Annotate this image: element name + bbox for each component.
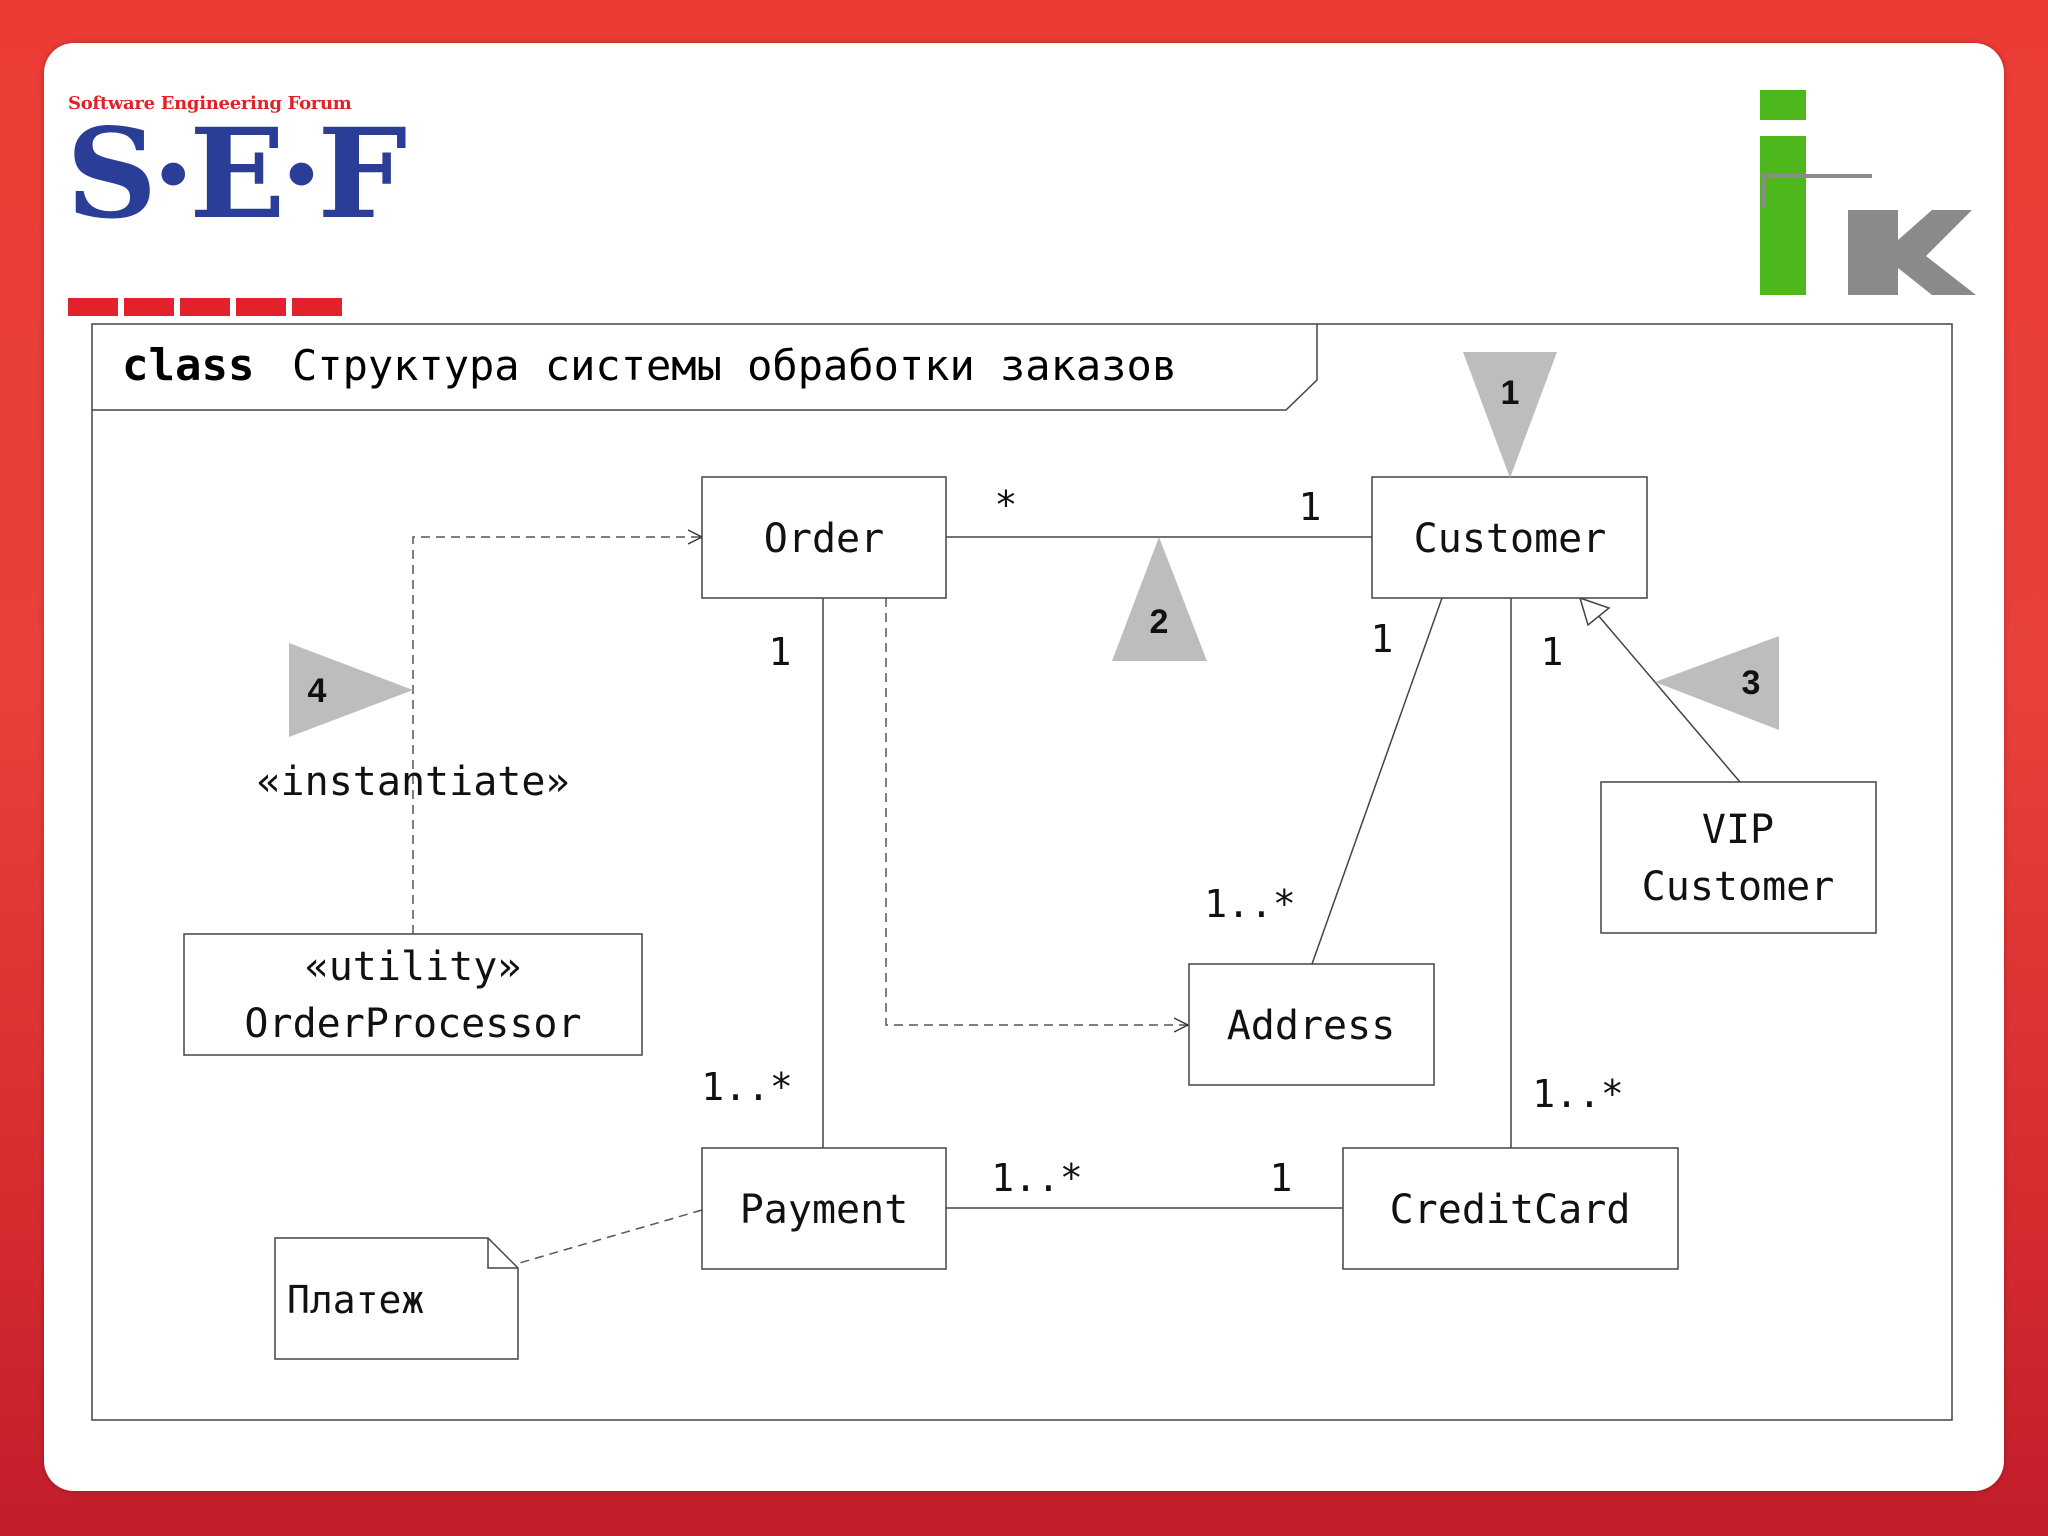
- mult-order-1: 1: [769, 630, 792, 674]
- note-anchor: [515, 1209, 703, 1265]
- mult-card-many: 1..*: [1532, 1072, 1624, 1116]
- class-address-name: Address: [1227, 1003, 1396, 1049]
- class-order-processor[interactable]: «utility» OrderProcessor: [183, 933, 643, 1056]
- sef-letters: S·E·F: [66, 102, 407, 247]
- class-creditcard[interactable]: CreditCard: [1342, 1147, 1679, 1270]
- class-vip-line1: VIP: [1702, 807, 1774, 853]
- frame-title: Структура системы обработки заказов: [292, 341, 1177, 390]
- ik-logo: [1760, 90, 1976, 295]
- dependency-instantiate: [412, 537, 702, 934]
- generalization-arrowhead: [1578, 596, 1611, 627]
- diagram-frame: [91, 323, 1953, 1421]
- mult-customer-card-1: 1: [1541, 630, 1564, 674]
- sef-tagline: Software Engineering Forum: [68, 93, 352, 114]
- class-payment[interactable]: Payment: [701, 1147, 947, 1270]
- class-vip-line2: Customer: [1642, 864, 1835, 910]
- mult-address-many: 1..*: [1204, 882, 1296, 926]
- svg-text:2: 2: [1150, 603, 1169, 641]
- marker-3: 3: [1655, 636, 1779, 730]
- sef-logo: Software Engineering Forum S·E·F: [66, 93, 407, 325]
- note-platezh[interactable]: Платеж: [274, 1237, 519, 1360]
- class-vip-customer[interactable]: VIP Customer: [1600, 781, 1877, 934]
- class-customer[interactable]: Customer: [1371, 476, 1648, 599]
- marker-1: 1: [1463, 352, 1557, 478]
- generalization-vip-customer: [1596, 613, 1741, 783]
- association-customer-address: [1311, 597, 1443, 965]
- class-address[interactable]: Address: [1188, 963, 1435, 1086]
- marker-2: 2: [1112, 537, 1207, 661]
- frame-keyword: class: [122, 340, 254, 391]
- note-text: Платеж: [287, 1278, 424, 1322]
- instantiate-label: «instantiate»: [256, 759, 569, 805]
- dependency-order-address: [885, 598, 1188, 1025]
- class-order[interactable]: Order: [701, 476, 947, 599]
- mult-customer-1: 1: [1299, 485, 1322, 529]
- mult-order-star: *: [995, 483, 1018, 527]
- svg-text:3: 3: [1742, 664, 1761, 702]
- marker-4: 4: [289, 643, 413, 737]
- svg-text:1: 1: [1501, 374, 1520, 412]
- mult-card-1: 1: [1270, 1156, 1293, 1200]
- svg-text:4: 4: [308, 672, 327, 710]
- mult-payment-card-many: 1..*: [991, 1156, 1083, 1200]
- class-processor-stereotype: «utility»: [305, 944, 522, 990]
- class-payment-name: Payment: [740, 1187, 909, 1233]
- class-customer-name: Customer: [1414, 516, 1607, 562]
- mult-customer-address-1: 1: [1371, 617, 1394, 661]
- frame-title-tab: [92, 324, 1318, 411]
- class-creditcard-name: CreditCard: [1390, 1187, 1631, 1233]
- class-order-name: Order: [764, 516, 884, 562]
- sef-logo-bars: [68, 298, 344, 316]
- mult-payment-many: 1..*: [701, 1065, 793, 1109]
- class-processor-name: OrderProcessor: [244, 1001, 581, 1047]
